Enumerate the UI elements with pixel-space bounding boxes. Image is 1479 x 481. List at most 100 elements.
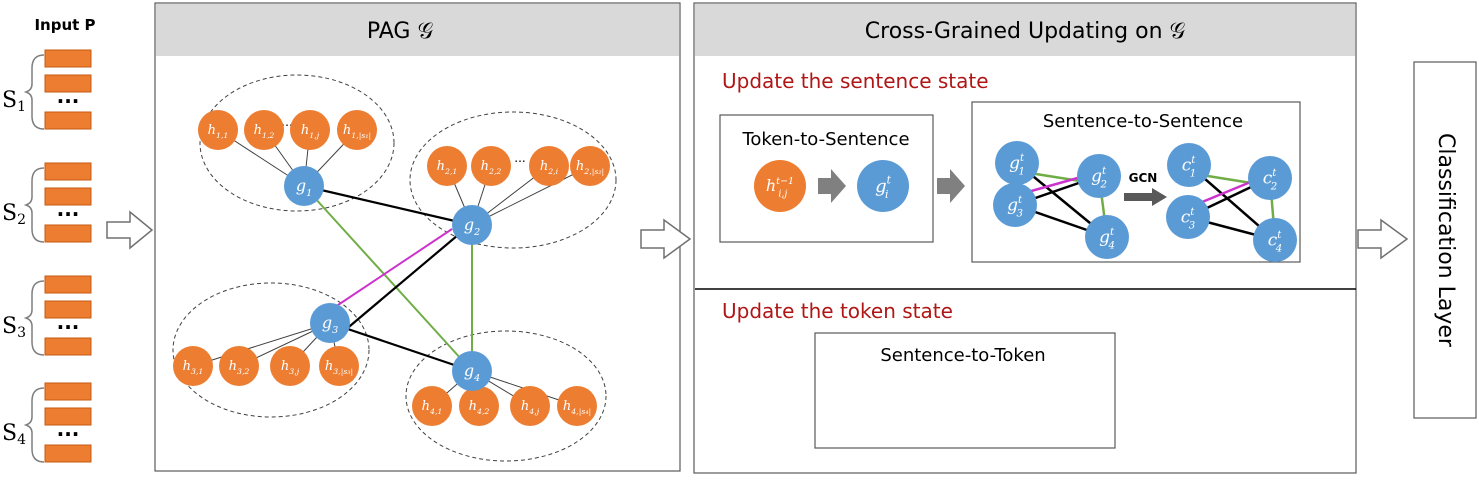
token-node-4-3-circle (510, 386, 550, 426)
update-title: Cross-Grained Updating on 𝒢 (865, 19, 1186, 44)
token-bar (44, 275, 92, 294)
token-node-3-4-circle (319, 346, 359, 386)
token-node-3-3-label: h3,j (281, 359, 300, 376)
hollow-arrow-2 (640, 218, 692, 260)
token-node-1-1-circle (198, 110, 238, 150)
token-to-sentence-title: Token-to-Sentence (741, 129, 909, 150)
gcn-right-node-2-circle (1248, 156, 1292, 200)
edge-g1-g4 (303, 185, 473, 372)
gcn-left-node-3-circle (993, 183, 1037, 227)
sentence-cluster-1 (199, 74, 395, 212)
sentence-node-g4-circle (452, 351, 492, 391)
token-bar (44, 444, 92, 463)
token-node-3-4: h3,|s₃| (319, 346, 359, 386)
token-node-3-1: h3,1 (173, 346, 213, 386)
token-bar (44, 224, 92, 243)
token-node-4-4-label: h4,|s₄| (563, 399, 591, 416)
sentence-node-g1: g1 (284, 166, 324, 206)
node-g-t-circle (857, 160, 909, 212)
gcn-left-node-2-circle (1077, 154, 1121, 198)
sentence-node-g4: g4 (452, 351, 492, 391)
token-node-4-3-label: h4,j (521, 399, 540, 416)
ellipsis: ... (57, 197, 80, 221)
sentence-label: S3 (2, 314, 26, 341)
token-node-1-1: h1,1 (198, 110, 238, 150)
token-node-4-1-circle (412, 386, 452, 426)
ellipsis: ... (57, 417, 80, 441)
gray-arrow-t2s-inner (818, 169, 846, 203)
token-node-1-4-circle (337, 110, 377, 150)
brace (23, 387, 45, 463)
sentence-label: S4 (2, 421, 26, 448)
sentence-label: S2 (2, 201, 26, 228)
edge-g3-g4 (329, 321, 473, 373)
token-node-2-1-circle (427, 146, 467, 186)
token-node-4-1-label: h4,1 (422, 399, 443, 416)
token-dots: ... (281, 115, 292, 129)
input-sentence-3: S3... (2, 275, 92, 356)
gcn-left-node-4-circle (1085, 215, 1129, 259)
token-node-1-3: h1,j (290, 110, 330, 150)
token-node-2-3-label: h2,i (540, 159, 559, 176)
sentence-section-title: Update the sentence state (722, 69, 989, 93)
classification-box (1413, 61, 1477, 419)
token-node-2-4: h2,|s₂| (570, 146, 610, 186)
gcn-label: GCN (1129, 171, 1158, 185)
ellipsis: ... (57, 84, 80, 108)
token-node-1-4-label: h1,|s₁| (343, 123, 371, 140)
input-column: Input P S1...S2...S3...S4... (2, 16, 96, 463)
update-graphs: ht−1i,jgtigt1gt2gt3gt4ct1ct2ct3ct4GCNct−… (754, 141, 1297, 435)
pag-header (156, 4, 679, 56)
edge-g3-g2 (343, 234, 459, 332)
token-node-3-3: h3,j (270, 346, 310, 386)
token-node-4-1: h4,1 (412, 386, 452, 426)
sentence-cluster-3 (172, 282, 370, 418)
ellipsis: ... (57, 310, 80, 334)
update-panel: Cross-Grained Updating on 𝒢 Update the s… (693, 2, 1357, 474)
token-node-2-4-label: h2,|s₂| (576, 159, 604, 176)
token-bar (44, 337, 92, 356)
pag-title: PAG 𝒢 (367, 19, 434, 44)
edge-g3-g2-magenta (334, 228, 453, 308)
sentence-cluster-2 (409, 111, 617, 249)
token-bar (44, 187, 92, 206)
sentence-node-g2: g2 (452, 205, 492, 245)
input-sentence-1: S1... (2, 49, 92, 130)
token-node-2-2-circle (471, 146, 511, 186)
token-node-3-1-circle (173, 346, 213, 386)
input-sentence-4: S4... (2, 382, 92, 463)
sentence-label: S1 (2, 88, 26, 115)
sentence-to-token-box (814, 332, 1116, 449)
token-node-3-2-label: h3,2 (229, 359, 250, 376)
sentence-node-g3: g3 (310, 303, 350, 343)
token-node-3-2-circle (219, 346, 259, 386)
token-node-3-2: h3,2 (219, 346, 259, 386)
sentence-to-token-title: Sentence-to-Token (880, 345, 1045, 366)
token-node-4-2-label: h4,2 (469, 399, 490, 416)
input-title: Input P (34, 16, 95, 34)
gcn-left-node-1-circle (995, 141, 1039, 185)
token-node-2-3-circle (529, 146, 569, 186)
token-node-4-2: h4,2 (459, 386, 499, 426)
sentence-node-g1-label: g1 (296, 176, 312, 199)
update-header (695, 4, 1355, 56)
token-node-2-2-label: h2,2 (481, 159, 502, 176)
token-node-1-4: h1,|s₁| (337, 110, 377, 150)
token-node-3-1-label: h3,1 (183, 359, 204, 376)
